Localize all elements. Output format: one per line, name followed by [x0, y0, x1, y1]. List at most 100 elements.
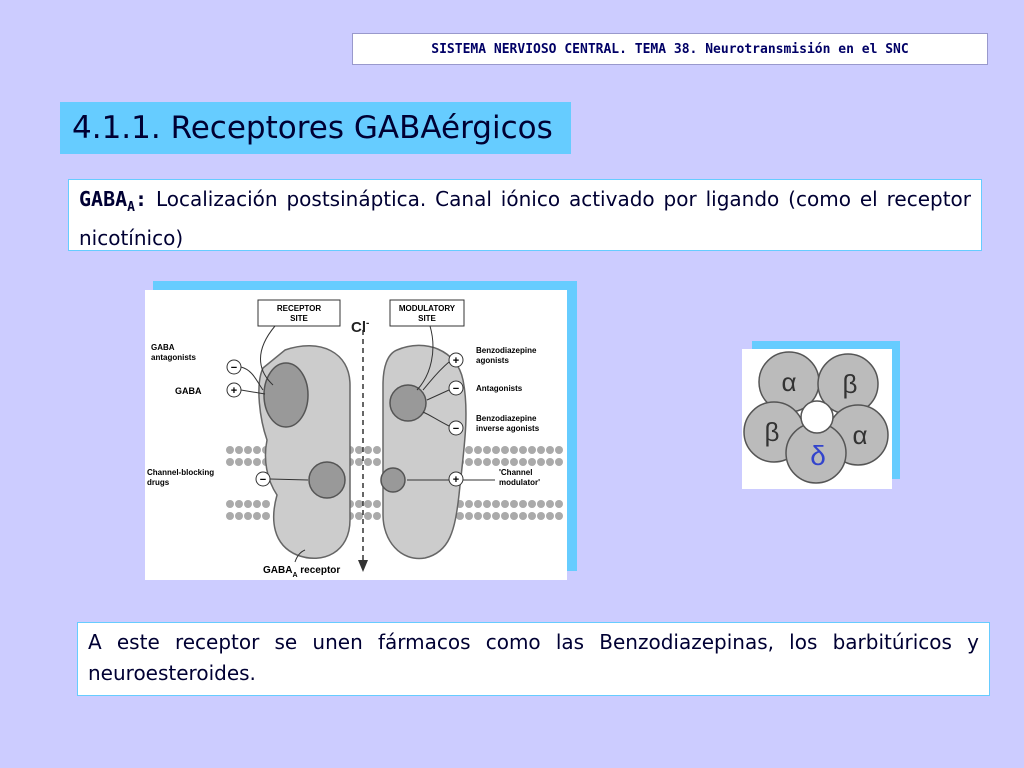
membrane-dot	[355, 500, 363, 508]
membrane-dot	[546, 500, 554, 508]
membrane-dot	[465, 512, 473, 520]
membrane-dot	[555, 446, 563, 454]
membrane-dot	[483, 446, 491, 454]
benzodiazepine-site	[389, 384, 427, 422]
gaba-a-label: GABAA:	[79, 187, 148, 215]
antagonists-label: Antagonists	[476, 384, 523, 393]
diagram-panel: Cl- RECEPTOR SITE MODULATORY SITE GABA a…	[145, 290, 567, 580]
membrane-dot	[492, 458, 500, 466]
membrane-dot	[373, 500, 381, 508]
membrane-dot	[528, 458, 536, 466]
membrane-dot	[253, 446, 261, 454]
alpha-label-right: α	[852, 420, 867, 450]
alpha-label-top: α	[781, 367, 796, 397]
membrane-dot	[244, 500, 252, 508]
membrane-dot	[364, 512, 372, 520]
membrane-dot	[253, 500, 261, 508]
membrane-dot	[226, 458, 234, 466]
channel-blocking-arrow	[269, 478, 309, 481]
membrane-dot	[501, 446, 509, 454]
membrane-dot	[492, 446, 500, 454]
channel-pore	[800, 400, 834, 434]
membrane-dot	[546, 458, 554, 466]
subunit-diagram: α β β α δ	[742, 341, 902, 489]
membrane-dot	[373, 458, 381, 466]
membrane-dot	[474, 458, 482, 466]
membrane-dot	[456, 512, 464, 520]
membrane-dot	[537, 446, 545, 454]
membrane-dot	[528, 446, 536, 454]
membrane-dot	[546, 512, 554, 520]
receptor-site-pointer	[260, 325, 276, 386]
membrane-dot	[501, 458, 509, 466]
membrane-dot	[235, 512, 243, 520]
membrane-dot	[528, 500, 536, 508]
gaba-arrow	[240, 389, 266, 395]
channel-modulator-label: 'Channel	[499, 468, 532, 477]
plus-sign-1: +	[231, 385, 237, 397]
membrane-dot	[364, 500, 372, 508]
modulatory-site-pointer	[416, 325, 434, 391]
membrane-dot	[244, 446, 252, 454]
bz-inverse-label: Benzodiazepine	[476, 414, 537, 423]
membrane-dot	[262, 512, 270, 520]
bz-agonists-label: Benzodiazepine	[476, 346, 537, 355]
bz-inverse-arrow	[422, 411, 450, 427]
channel-blocking-label: Channel-blocking	[147, 468, 214, 477]
membrane-dot	[235, 500, 243, 508]
membrane-dot	[483, 512, 491, 520]
gaba-label: GABA	[175, 386, 202, 396]
membrane-dot	[555, 458, 563, 466]
membrane-dot	[253, 512, 261, 520]
subunit-panel: α β β α δ	[742, 349, 892, 489]
membrane-dot	[226, 512, 234, 520]
gaba-binding-site	[263, 362, 309, 428]
receptor-site-box	[257, 299, 341, 327]
membrane-dot	[555, 500, 563, 508]
membrane-dot	[474, 512, 482, 520]
membrane-dot	[537, 500, 545, 508]
membrane-dot	[235, 446, 243, 454]
gaba-receptor-diagram: Cl- RECEPTOR SITE MODULATORY SITE GABA a…	[145, 281, 577, 581]
membrane-dot	[226, 500, 234, 508]
plus-sign-2: +	[453, 355, 459, 367]
membrane-dot	[519, 500, 527, 508]
description-box-gaba-a: GABAA: Localización postsináptica. Canal…	[68, 179, 982, 251]
delta-label: δ	[810, 440, 826, 471]
membrane-dot	[492, 512, 500, 520]
membrane-dot	[373, 512, 381, 520]
membrane-dot	[355, 458, 363, 466]
membrane-dot	[555, 512, 563, 520]
channel-modulator-site	[380, 467, 406, 493]
membrane-dot	[244, 458, 252, 466]
bz-agonists-label-2: agonists	[476, 356, 509, 365]
modulatory-site-box	[389, 299, 465, 327]
chloride-arrow-head	[358, 560, 368, 572]
membrane-dot	[528, 512, 536, 520]
membrane-dot	[537, 458, 545, 466]
membrane-dot	[510, 512, 518, 520]
membrane-dot	[355, 512, 363, 520]
membrane-dot	[519, 458, 527, 466]
bz-agonist-arrow	[422, 361, 450, 391]
gaba-antagonist-arrow	[240, 366, 264, 391]
receptor-site-label-2: SITE	[290, 314, 308, 323]
membrane-dot	[253, 458, 261, 466]
chloride-label: Cl-	[351, 318, 369, 336]
membrane-dot	[474, 500, 482, 508]
header-banner: SISTEMA NERVIOSO CENTRAL. TEMA 38. Neuro…	[352, 33, 988, 65]
membrane-dot	[510, 458, 518, 466]
channel-blocking-label-2: drugs	[147, 478, 170, 487]
gaba-a-receptor-label: GABAA receptor	[263, 565, 340, 579]
minus-sign-2: −	[260, 474, 266, 486]
membrane-dot	[510, 446, 518, 454]
beta-label-left: β	[765, 417, 780, 447]
membrane-dot	[244, 512, 252, 520]
membrane-dot	[537, 512, 545, 520]
modulatory-site-label: MODULATORY	[399, 304, 456, 313]
membrane-dot	[235, 458, 243, 466]
membrane-dot	[510, 500, 518, 508]
membrane-dot	[373, 446, 381, 454]
receptor-right-lobe	[382, 344, 467, 560]
membrane-dot	[519, 446, 527, 454]
